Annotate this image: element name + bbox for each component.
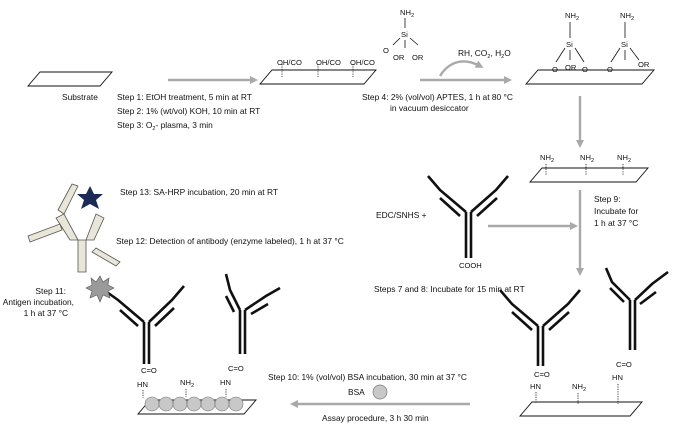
oh-co-3: OH/CO [350,58,375,67]
step10-label: Step 10: 1% (vol/vol) BSA incubation, 30… [268,372,467,382]
svg-text:O: O [582,65,588,74]
step3-label: Step 3: O2- plasma, 3 min [117,120,213,132]
step11-line1: Step 11: [35,286,66,296]
amine-substrate: NH2 NH2 NH2 [529,153,649,183]
activated-substrate: OH/CO OH/CO OH/CO [259,58,377,85]
byproducts-label: RH, CO2, H2O [458,48,511,60]
cooh-label: COOH [459,261,482,270]
svg-text:O: O [383,46,389,55]
antigen-icon [85,275,115,303]
svg-text:NH2: NH2 [620,11,634,22]
step4-label-line1: Step 4: 2% (vol/vol) APTES, 1 h at 80 °C [362,92,513,102]
svg-text:O: O [552,65,558,74]
oh-co-2: OH/CO [316,58,341,67]
svg-text:NH2: NH2 [400,8,414,19]
final-assay-surface: C=O HN NH2 C=O HN [27,183,281,415]
svg-text:OR: OR [412,53,424,62]
svg-text:C=O: C=O [534,370,550,379]
svg-text:Si: Si [566,40,573,49]
svg-text:OR: OR [393,53,405,62]
step9-line2: Incubate for [594,206,638,216]
bsa-text: BSA [348,387,365,397]
immobilized-antibodies: C=O HN NH2 C=O HN [499,267,669,417]
capture-antibody-free [427,175,509,258]
svg-text:Step 3: O2- plasma, 3 min: Step 3: O2- plasma, 3 min [117,120,213,132]
svg-text:Si: Si [621,40,628,49]
step9-line3: 1 h at 37 °C [594,218,638,228]
svg-text:HN: HN [612,373,623,382]
step4-label-line2: in vacuum desiccator [390,103,469,113]
svg-text:NH2: NH2 [580,153,594,164]
step13-label: Step 13: SA-HRP incubation, 20 min at RT [120,187,278,197]
svg-text:NH2: NH2 [565,11,579,22]
svg-text:C=O: C=O [228,364,244,373]
svg-text:NH2: NH2 [572,382,586,393]
svg-text:OR: OR [565,63,577,72]
aptes-molecule: NH2 Si O OR OR [383,8,424,62]
step12-label: Step 12: Detection of antibody (enzyme l… [116,236,344,246]
byproduct-arrow [438,60,484,77]
hrp-star-icon [77,186,103,209]
svg-text:NH2: NH2 [540,153,554,164]
oh-co-1: OH/CO [277,58,302,67]
svg-text:Si: Si [401,30,408,39]
svg-text:OR: OR [638,60,650,69]
step2-label: Step 2: 1% (wt/vol) KOH, 10 min at RT [117,106,260,116]
step11-line3: 1 h at 37 °C [24,308,68,318]
silanized-substrate: NH2 Si O O OR NH2 Si O OR [525,11,655,85]
step1-label: Step 1: EtOH treatment, 5 min at RT [117,92,252,102]
step11-line2: Antigen incubation, [3,297,74,307]
svg-text:NH2: NH2 [617,153,631,164]
svg-text:C=O: C=O [141,366,157,375]
svg-text:C=O: C=O [616,360,632,369]
steps78-label: Steps 7 and 8: Incubate for 15 min at RT [374,284,525,294]
svg-text:HN: HN [530,382,541,391]
svg-text:O: O [607,65,613,74]
svg-text:HN: HN [220,378,231,387]
substrate-label: Substrate [62,92,98,102]
svg-text:HN: HN [137,380,148,389]
edc-label: EDC/SNHS + [376,210,427,220]
bare-substrate [27,71,113,87]
step9-line1: Step 9: [594,194,621,204]
bsa-icon [372,384,388,400]
svg-text:NH2: NH2 [180,378,194,389]
assay-label: Assay procedure, 3 h 30 min [322,413,429,423]
